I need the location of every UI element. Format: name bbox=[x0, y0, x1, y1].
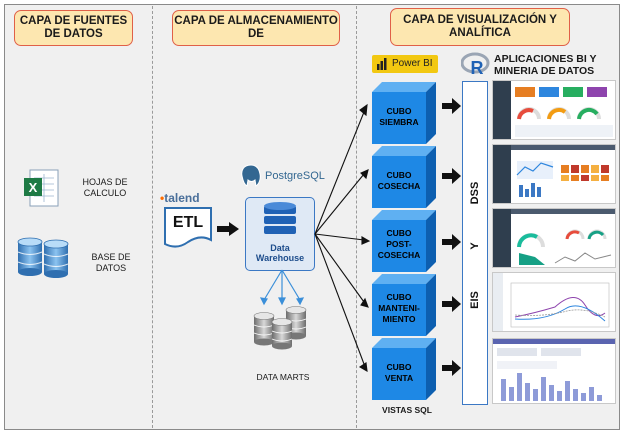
svg-text:X: X bbox=[29, 180, 38, 195]
data-warehouse-label: Data Warehouse bbox=[255, 243, 305, 263]
datamarts-icon bbox=[253, 306, 307, 350]
warehouse-database-icon bbox=[264, 202, 296, 234]
storage-layer-header: CAPA DE ALMACENAMIENTO DE bbox=[172, 10, 340, 46]
column-divider-2 bbox=[356, 6, 357, 428]
power-bi-label: Power BI bbox=[392, 58, 433, 69]
sources-layer-header: CAPA DE FUENTES DE DATOS bbox=[14, 10, 133, 46]
sql-views-label: VISTAS SQL bbox=[382, 405, 432, 415]
etl-label: ETL bbox=[172, 214, 204, 231]
dashboard-thumbnail-3 bbox=[492, 208, 616, 268]
cube-mantenimiento-label-1: CUBO bbox=[386, 292, 411, 302]
postgresql-elephant-icon bbox=[241, 164, 261, 187]
arrow-etl-to-dw bbox=[217, 222, 239, 236]
dashboard-thumbnail-5 bbox=[492, 338, 616, 404]
postgresql-logo-text: PostgreSQL bbox=[265, 170, 325, 182]
olap-cubes: CUBO SIEMBRA CUBO COSECHA CUBO POST- COS… bbox=[372, 82, 436, 400]
excel-icon: X bbox=[24, 169, 59, 207]
cubes-to-apps-arrows bbox=[442, 98, 461, 376]
dw-to-datamarts-arrows bbox=[259, 269, 305, 306]
cube-siembra-label-2: SIEMBRA bbox=[379, 117, 418, 127]
datamarts-label: DATA MARTS bbox=[256, 372, 310, 382]
cube-post-cosecha-label-2: POST- bbox=[386, 239, 412, 249]
cube-siembra-label-1: CUBO bbox=[386, 106, 411, 116]
database-icon bbox=[17, 237, 69, 278]
svg-text:R: R bbox=[471, 58, 484, 78]
dashboard-thumbnail-1 bbox=[492, 80, 616, 140]
dss-label: DSS bbox=[469, 181, 481, 205]
cube-cosecha-label-2: COSECHA bbox=[378, 181, 421, 191]
dashboard-thumbnail-2 bbox=[492, 144, 616, 204]
eis-label: EIS bbox=[469, 291, 481, 309]
talend-logo: •talend bbox=[160, 191, 200, 205]
power-bi-icon bbox=[377, 58, 387, 70]
cube-post-cosecha: CUBO POST- COSECHA bbox=[372, 210, 436, 272]
databases-label: BASE DE DATOS bbox=[91, 252, 131, 273]
cube-mantenimiento-label-3: MIENTO bbox=[383, 314, 416, 324]
cube-mantenimiento-label-2: MANTENI- bbox=[378, 303, 420, 313]
column-divider-1 bbox=[152, 6, 153, 428]
cube-mantenimiento: CUBO MANTENI- MIENTO bbox=[372, 274, 436, 336]
dashboard-thumbnail-4 bbox=[492, 272, 616, 332]
cube-siembra: CUBO SIEMBRA bbox=[372, 82, 436, 144]
y-label: Y bbox=[469, 242, 481, 250]
cube-cosecha-label-1: CUBO bbox=[386, 170, 411, 180]
cube-venta: CUBO VENTA bbox=[372, 338, 436, 400]
r-logo-icon: R bbox=[461, 52, 490, 78]
cube-post-cosecha-label-1: CUBO bbox=[386, 228, 411, 238]
spreadsheets-label: HOJAS DE CALCULO bbox=[82, 177, 128, 198]
dss-eis-bar: DSS Y EIS bbox=[462, 81, 488, 405]
visualization-layer-header: CAPA DE VISUALIZACIÓN Y ANALÍTICA bbox=[390, 8, 570, 46]
power-bi-badge: Power BI bbox=[372, 55, 438, 73]
cube-venta-label-1: CUBO bbox=[386, 362, 411, 372]
bi-apps-title: APLICACIONES BI Y MINERIA DE DATOS bbox=[494, 53, 597, 77]
etl-document-icon bbox=[164, 207, 212, 248]
cube-post-cosecha-label-3: COSECHA bbox=[378, 250, 421, 260]
cube-venta-label-2: VENTA bbox=[385, 373, 413, 383]
cube-cosecha: CUBO COSECHA bbox=[372, 146, 436, 208]
